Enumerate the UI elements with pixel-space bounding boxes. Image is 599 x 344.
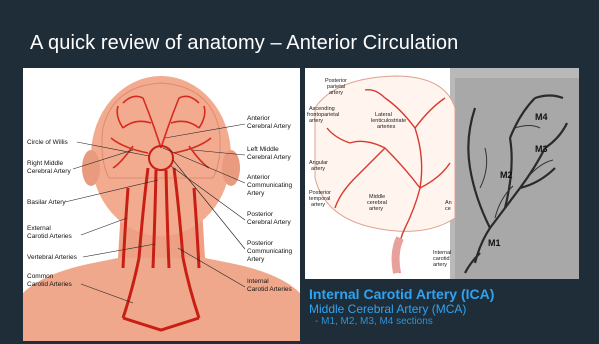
label-basilar-artery: Basilar Artery — [27, 199, 66, 206]
label-left-middle: Left Middle — [247, 146, 279, 153]
label-internal-carotid: Carotid Arteries — [247, 286, 293, 293]
head-arteries-illustration: Circle of Willis Right Middle Cerebral A… — [23, 68, 300, 341]
label-vertebral-arteries: Vertebral Arteries — [27, 254, 78, 261]
label-internal-carotid-3: artery — [433, 262, 447, 268]
label-common: Common — [27, 273, 54, 280]
label-left-middle-cerebral: Cerebral Artery — [247, 154, 291, 161]
label-posterior-parietal-3: artery — [329, 90, 343, 96]
caption-detail: - M1, M2, M3, M4 sections — [309, 316, 579, 328]
label-angular-2: artery — [311, 166, 325, 172]
slide-title: A quick review of anatomy – Anterior Cir… — [30, 32, 458, 55]
label-circle-of-willis: Circle of Willis — [27, 139, 69, 146]
head-arteries-drawing: Circle of Willis Right Middle Cerebral A… — [23, 68, 300, 341]
caption-title: Internal Carotid Artery (ICA) — [309, 286, 579, 302]
label-m1: M1 — [488, 238, 501, 248]
label-anterior-1: Anterior — [247, 115, 271, 122]
label-anterior-2: Anterior — [247, 174, 271, 181]
label-lateral-3: arteries — [377, 124, 396, 130]
label-external: External — [27, 225, 51, 232]
label-mca-3: artery — [369, 206, 383, 212]
label-external-carotid: Carotid Arteries — [27, 233, 73, 240]
label-internal: Internal — [247, 278, 269, 285]
label-m3: M3 — [535, 144, 548, 154]
label-m2: M2 — [500, 170, 513, 180]
label-posterior-2: Posterior — [247, 240, 274, 247]
label-posterior-1: Posterior — [247, 211, 274, 218]
caption-subtitle: Middle Cerebral Artery (MCA) — [309, 302, 579, 316]
label-m4: M4 — [535, 112, 548, 122]
label-right-middle: Right Middle — [27, 160, 64, 167]
figure-caption: Internal Carotid Artery (ICA) Middle Cer… — [309, 286, 579, 328]
label-common-carotid: Carotid Arteries — [27, 281, 73, 288]
mca-illustration: M4 M3 M2 M1 Posterio — [305, 68, 579, 279]
label-posterior-cerebral: Cerebral Artery — [247, 219, 291, 226]
mca-drawing: M4 M3 M2 M1 Posterio — [305, 68, 579, 279]
label-anterior-cerebral: Cerebral Artery — [247, 123, 291, 130]
label-ascending-3: artery — [309, 118, 323, 124]
label-posterior-communicating-artery: Artery — [247, 256, 265, 263]
label-anterior-communicating: Communicating — [247, 182, 293, 189]
label-ce-cut: ce — [445, 206, 451, 212]
label-post-temporal-3: artery — [311, 202, 325, 208]
label-right-middle-cerebral: Cerebral Artery — [27, 168, 71, 175]
label-posterior-communicating: Communicating — [247, 248, 293, 255]
label-anterior-communicating-artery: Artery — [247, 190, 265, 197]
